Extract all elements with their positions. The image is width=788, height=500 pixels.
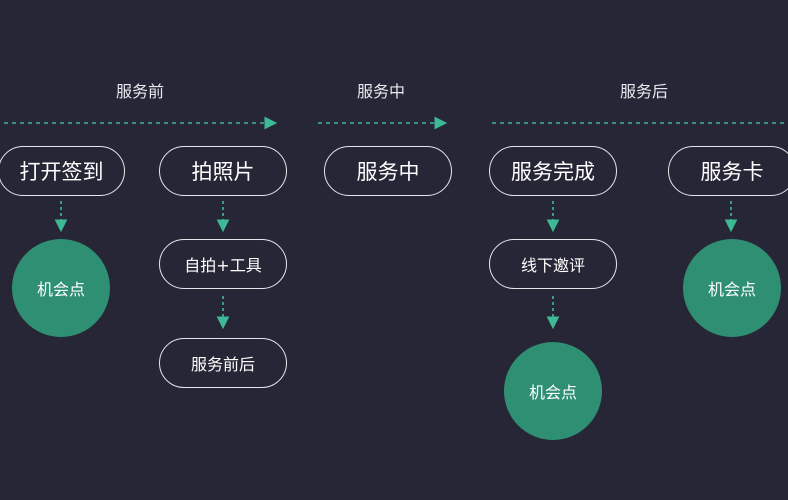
node-selfie-tool: 自拍+工具: [159, 239, 287, 289]
node-checkin: 打开签到: [0, 146, 125, 196]
node-service-card: 服务卡: [668, 146, 788, 196]
opportunity-service-done: 机会点: [504, 342, 602, 440]
phase-during-label: 服务中: [356, 82, 406, 101]
node-before-after: 服务前后: [159, 338, 287, 388]
phase-after-label: 服务后: [619, 82, 669, 101]
opportunity-checkin: 机会点: [12, 239, 110, 337]
node-service-done: 服务完成: [489, 146, 617, 196]
node-in-service: 服务中: [324, 146, 452, 196]
node-photo: 拍照片: [159, 146, 287, 196]
opportunity-service-card: 机会点: [683, 239, 781, 337]
node-offline-review: 线下邀评: [489, 239, 617, 289]
phase-before-label: 服务前: [115, 82, 165, 101]
